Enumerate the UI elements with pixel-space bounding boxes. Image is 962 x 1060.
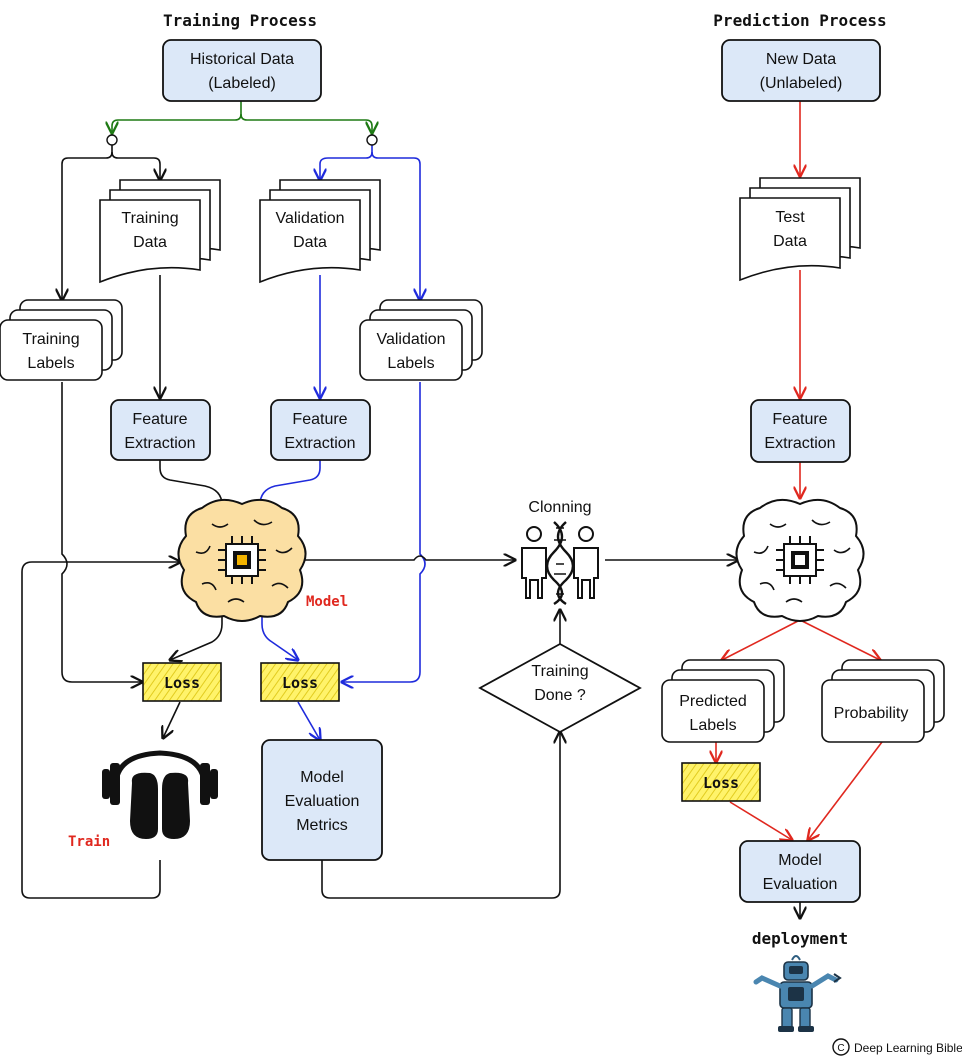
validation-data-doc: Validation Data [259, 179, 381, 284]
training-labels-stack: Training Labels [0, 299, 123, 381]
arrow-to-validation-data [320, 145, 373, 180]
copyright-icon: C [832, 1038, 850, 1056]
svg-text:C: C [837, 1043, 844, 1054]
headphones-dumbbell-icon [102, 750, 218, 839]
test-data-doc: Test Data [739, 177, 861, 282]
training-done-line2: Done ? [534, 687, 586, 704]
arrow-training-labels-to-loss [61, 382, 142, 682]
predicted-labels-line2: Labels [689, 717, 736, 734]
model-evaluation-line1: Model [778, 852, 822, 869]
brain-chip-outline-icon [735, 498, 865, 622]
deployment-label: deployment [752, 929, 848, 948]
arrow-loss-to-evaluation [729, 801, 792, 840]
validation-labels-stack: Validation Labels [359, 299, 483, 381]
loss-2-label: Loss [282, 674, 318, 692]
arrow-to-training-data [111, 151, 160, 180]
test-data-line2: Data [773, 233, 807, 250]
arrow-model-to-loss-2 [261, 612, 298, 660]
training-data-line1: Training [121, 210, 178, 227]
metrics-line2: Evaluation [285, 793, 360, 810]
historical-data-box: Historical Data (Labeled) [162, 39, 322, 102]
predicted-labels-line1: Predicted [679, 693, 747, 710]
fe1-line2: Extraction [124, 435, 195, 452]
validation-labels-line1: Validation [376, 331, 445, 348]
validation-data-line1: Validation [275, 210, 344, 227]
dna-clone-icon [521, 521, 599, 606]
arrow-model-to-clone [305, 556, 515, 560]
model-evaluation-metrics-box: Model Evaluation Metrics [261, 739, 383, 861]
prediction-loss-label: Loss [703, 774, 739, 792]
copyright-text: Deep Learning Bible [854, 1041, 962, 1055]
arrow-loss-to-metrics [297, 701, 320, 740]
arrow-metrics-to-training-done [321, 732, 560, 899]
line-fe1-to-model [159, 460, 223, 506]
split-arrow-training [112, 101, 242, 133]
metrics-line3: Metrics [296, 817, 348, 834]
fe2-line2: Extraction [284, 435, 355, 452]
arrow-train-loop-to-model [21, 562, 180, 899]
loss-box-1: Loss [142, 662, 222, 702]
training-data-line2: Data [133, 234, 167, 251]
robot-icon [753, 955, 842, 1032]
training-labels-line2: Labels [27, 355, 74, 372]
probability-stack: Probability [821, 659, 945, 743]
training-done-line1: Training [531, 663, 588, 680]
predicted-labels-stack: Predicted Labels [661, 659, 785, 743]
historical-data-line1: Historical Data [190, 51, 294, 68]
pfe-line1: Feature [772, 411, 827, 428]
arrow-to-validation-labels [371, 151, 420, 300]
fe2-line1: Feature [292, 411, 347, 428]
prediction-feature-extraction-box: Feature Extraction [750, 399, 851, 463]
line-fe2-to-model [259, 460, 321, 506]
split-arrow-validation [240, 113, 372, 133]
historical-data-line2: (Labeled) [208, 75, 276, 92]
arrow-probability-to-evaluation [808, 741, 883, 840]
validation-data-line2: Data [293, 234, 327, 251]
model-label: Model [306, 594, 348, 610]
model-evaluation-box: Model Evaluation [739, 840, 861, 903]
clonning-label: Clonning [528, 499, 591, 516]
probability-label: Probability [834, 705, 909, 722]
feature-extraction-box-2: Feature Extraction [270, 399, 371, 461]
prediction-process-title: Prediction Process [713, 11, 886, 30]
training-data-doc: Training Data [99, 179, 221, 284]
training-done-decision: Training Done ? [478, 642, 642, 734]
training-labels-line1: Training [22, 331, 79, 348]
brain-chip-icon [177, 498, 307, 622]
model-evaluation-line2: Evaluation [763, 876, 838, 893]
prediction-loss-box: Loss [681, 762, 761, 802]
training-process-title: Training Process [163, 11, 317, 30]
metrics-line1: Model [300, 769, 344, 786]
new-data-box: New Data (Unlabeled) [721, 39, 881, 102]
arrow-validation-labels-to-loss [342, 382, 426, 682]
new-data-line1: New Data [766, 51, 836, 68]
pfe-line2: Extraction [764, 435, 835, 452]
loss-1-label: Loss [164, 674, 200, 692]
arrow-model-to-probability [799, 619, 880, 660]
arrow-model-to-loss-1 [170, 612, 223, 660]
arrow-loss-to-train [163, 701, 181, 738]
loss-box-2: Loss [260, 662, 340, 702]
arrow-model-to-predicted-labels [722, 619, 801, 660]
fe1-line1: Feature [132, 411, 187, 428]
test-data-line1: Test [775, 209, 805, 226]
split-node-right [366, 134, 378, 146]
train-label: Train [68, 834, 110, 850]
new-data-line2: (Unlabeled) [760, 75, 843, 92]
feature-extraction-box-1: Feature Extraction [110, 399, 211, 461]
split-node-left [106, 134, 118, 146]
validation-labels-line2: Labels [387, 355, 434, 372]
